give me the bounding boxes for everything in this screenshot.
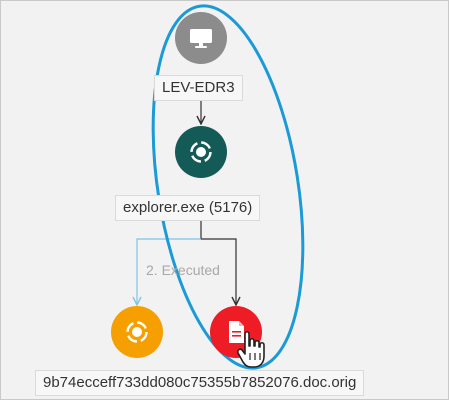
host-node[interactable] — [175, 12, 227, 64]
process-label: explorer.exe (5176) — [115, 195, 261, 221]
edge-process-to-file — [200, 221, 236, 305]
document-icon — [224, 319, 248, 345]
process-icon — [186, 137, 216, 167]
child-process-node[interactable] — [111, 306, 163, 358]
process-node[interactable] — [175, 126, 227, 178]
file-label: 9b74ecceff733dd080c75355b7852076.doc.ori… — [35, 370, 365, 396]
host-label: LEV-EDR3 — [154, 75, 243, 101]
process-icon — [122, 317, 152, 347]
edge-process-to-child-process — [137, 238, 201, 305]
edge-label-executed: 2. Executed — [146, 262, 220, 278]
monitor-icon — [188, 25, 214, 51]
hand-pointer-icon — [236, 329, 268, 376]
